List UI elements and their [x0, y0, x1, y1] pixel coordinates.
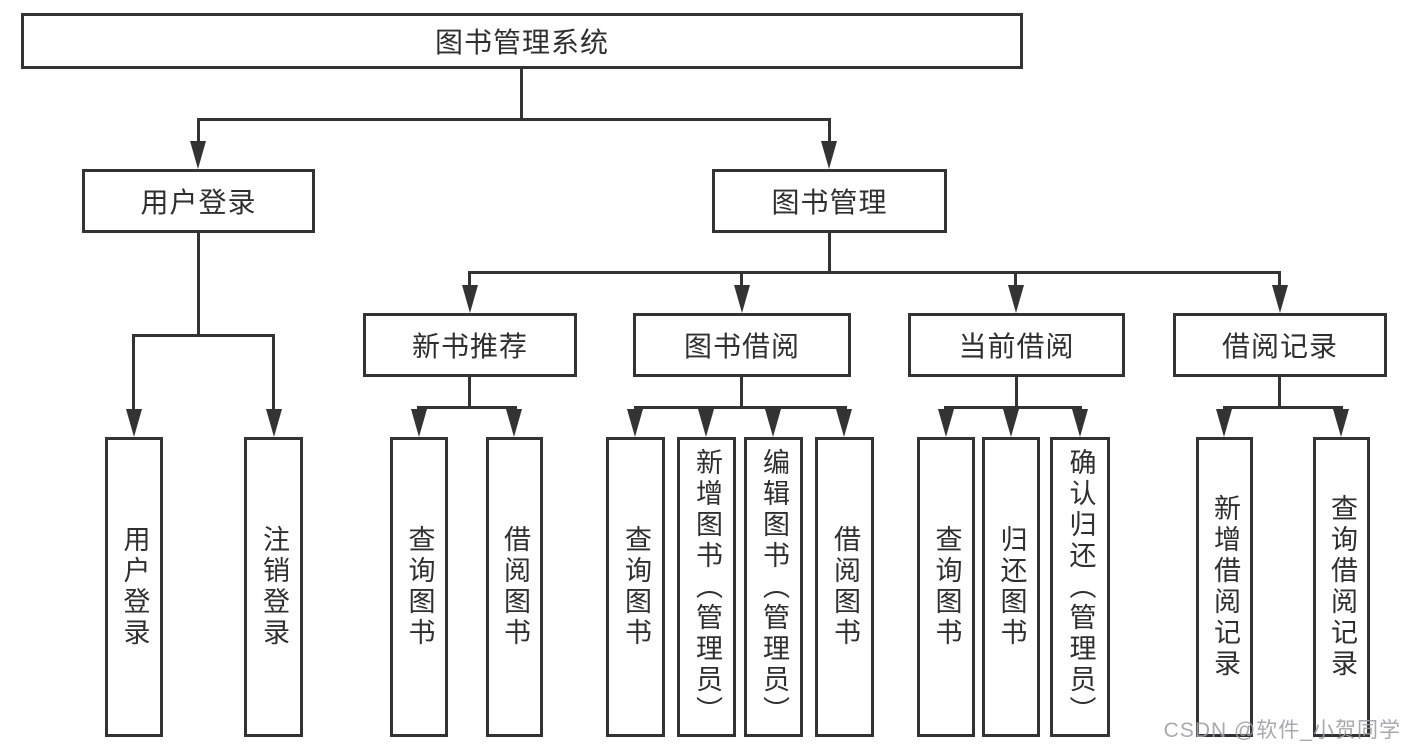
node-label: 新书推荐	[411, 331, 528, 362]
node-label: 用户登录	[140, 187, 257, 218]
connector-arrow	[1003, 409, 1019, 437]
connector-arrow	[190, 141, 206, 169]
leaf-logout: 注销登录	[244, 437, 303, 737]
connector-arrow	[462, 285, 478, 313]
leaf-add-book-admin: 新增图书（管理员）	[677, 437, 736, 737]
connector-arrow	[1272, 285, 1288, 313]
connector-arrow	[734, 285, 750, 313]
leaf-label: 查询图书	[931, 525, 962, 649]
connector-arrow	[821, 141, 837, 169]
leaf-confirm-return-admin: 确认归还（管理员）	[1050, 437, 1110, 737]
connector-line	[132, 334, 135, 412]
connector-arrow	[627, 409, 643, 437]
connector-line	[1015, 377, 1018, 409]
leaf-label: 新增借阅记录	[1210, 494, 1240, 680]
leaf-label: 编辑图书（管理员）	[759, 447, 789, 727]
leaf-query-books-borrow: 查询图书	[606, 437, 665, 737]
leaf-label: 查询图书	[404, 525, 435, 649]
leaf-edit-book-admin: 编辑图书（管理员）	[744, 437, 803, 737]
connector-line	[197, 118, 200, 146]
connector-arrow	[126, 409, 142, 437]
leaf-label: 注销登录	[259, 525, 289, 649]
connector-line	[828, 118, 831, 146]
connector-line	[1278, 377, 1281, 408]
leaf-label: 确认归还（管理员）	[1065, 447, 1096, 727]
leaf-label: 用户登录	[119, 525, 150, 649]
node-label: 借阅记录	[1221, 331, 1338, 362]
node-book-borrow: 图书借阅	[633, 313, 851, 377]
connector-arrow	[1216, 409, 1232, 437]
leaf-query-books-current: 查询图书	[917, 437, 975, 737]
leaf-label: 归还图书	[996, 525, 1027, 649]
leaf-add-borrow-record: 新增借阅记录	[1196, 437, 1253, 737]
connector-arrow	[698, 409, 714, 437]
connector-arrow	[1333, 409, 1349, 437]
connector-line	[468, 271, 471, 289]
connector-line	[944, 406, 1082, 409]
connector-line	[520, 69, 523, 118]
node-label: 当前借阅	[958, 331, 1075, 362]
connector-arrow	[411, 409, 427, 437]
connector-arrow	[765, 409, 781, 437]
leaf-borrow-books-recommend: 借阅图书	[486, 437, 543, 737]
connector-arrow	[266, 409, 282, 437]
leaf-label: 新增图书（管理员）	[692, 447, 722, 727]
connector-line	[634, 406, 847, 409]
node-user-login: 用户登录	[82, 169, 315, 233]
node-new-book-recommend: 新书推荐	[363, 313, 577, 377]
leaf-borrow-books: 借阅图书	[815, 437, 874, 737]
connector-line	[132, 334, 275, 337]
connector-arrow	[1008, 285, 1024, 313]
connector-line	[740, 271, 743, 289]
leaf-label: 查询借阅记录	[1327, 494, 1357, 680]
node-book-management: 图书管理	[712, 169, 947, 233]
connector-arrow	[506, 409, 522, 437]
leaf-label: 查询图书	[621, 525, 651, 649]
leaf-label: 借阅图书	[500, 525, 530, 649]
connector-line	[1278, 271, 1281, 289]
leaf-user-login: 用户登录	[105, 437, 163, 737]
node-borrow-records: 借阅记录	[1173, 313, 1387, 377]
connector-line	[468, 271, 1281, 274]
leaf-query-books-recommend: 查询图书	[390, 437, 448, 737]
node-label: 图书借阅	[683, 331, 800, 362]
connector-line	[1223, 406, 1343, 409]
connector-line	[1014, 271, 1017, 289]
connector-arrow	[1072, 409, 1088, 437]
connector-line	[197, 118, 831, 121]
connector-arrow	[938, 409, 954, 437]
connector-line	[740, 377, 743, 409]
node-root: 图书管理系统	[21, 13, 1023, 69]
leaf-query-borrow-record: 查询借阅记录	[1313, 437, 1370, 737]
connector-arrow	[836, 409, 852, 437]
node-label: 图书管理系统	[434, 27, 609, 58]
leaf-label: 借阅图书	[830, 525, 860, 649]
leaf-return-book: 归还图书	[982, 437, 1040, 737]
watermark-text: CSDN @软件_小贺同学	[1163, 719, 1401, 742]
connector-line	[828, 233, 831, 274]
connector-line	[417, 406, 517, 409]
node-current-borrow: 当前借阅	[908, 313, 1125, 377]
connector-line	[272, 334, 275, 412]
connector-line	[468, 377, 471, 409]
connector-line	[197, 233, 200, 337]
node-label: 图书管理	[771, 187, 888, 218]
